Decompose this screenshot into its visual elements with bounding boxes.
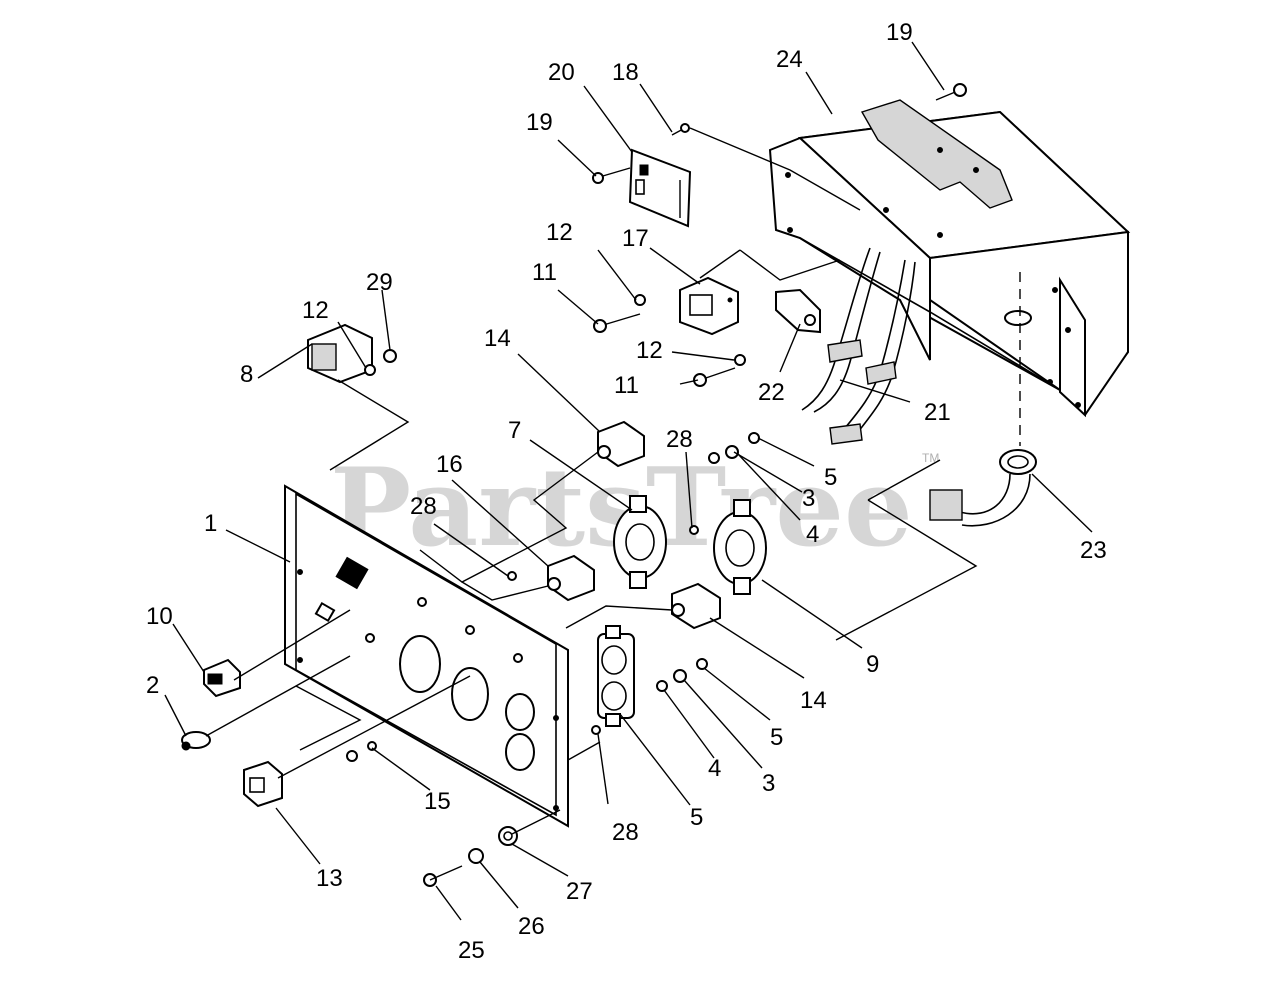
callout-29: 29 xyxy=(366,269,393,296)
callout-28-left: 28 xyxy=(410,493,437,520)
leader-lines xyxy=(164,41,1093,921)
board-fasteners xyxy=(592,83,967,184)
breaker-13 xyxy=(243,760,283,808)
callout-7: 7 xyxy=(508,417,521,444)
callout-25: 25 xyxy=(458,937,485,964)
indicator-lamp-2 xyxy=(181,731,211,751)
bracket-17 xyxy=(679,276,739,336)
callout-24: 24 xyxy=(776,46,803,73)
callout-12-lower: 12 xyxy=(636,337,663,364)
watermark-trademark: TM xyxy=(922,451,939,465)
callout-16: 16 xyxy=(436,451,463,478)
front-panel xyxy=(284,484,569,828)
callout-2: 2 xyxy=(146,672,159,699)
callout-10: 10 xyxy=(146,603,173,630)
callout-11-upper: 11 xyxy=(532,259,557,286)
callout-19-right: 19 xyxy=(886,19,913,46)
callout-21: 21 xyxy=(924,399,951,426)
breaker-14-lower xyxy=(671,582,721,630)
callout-19-left: 19 xyxy=(526,109,553,136)
receptacle-9 xyxy=(713,499,767,595)
callout-5-right: 5 xyxy=(770,724,783,751)
receptacle-7 xyxy=(613,495,667,589)
callout-18: 18 xyxy=(612,59,639,86)
callouts: 1 2 3 3 4 4 5 5 5 7 8 9 10 11 11 12 12 1… xyxy=(146,19,1107,964)
callout-11-lower: 11 xyxy=(614,372,639,399)
callout-26: 26 xyxy=(518,913,545,940)
callout-5-lower: 5 xyxy=(690,804,703,831)
control-box-housing xyxy=(768,99,1131,418)
callout-3-upper: 3 xyxy=(802,485,815,512)
callout-20: 20 xyxy=(548,59,575,86)
callout-22: 22 xyxy=(758,379,785,406)
callout-8: 8 xyxy=(240,361,253,388)
callout-5-upper: 5 xyxy=(824,464,837,491)
callout-4-lower: 4 xyxy=(708,755,721,782)
duplex-outlet xyxy=(597,625,635,727)
callout-17: 17 xyxy=(622,225,649,252)
switch-10 xyxy=(203,658,241,698)
callout-27: 27 xyxy=(566,878,593,905)
callout-13: 13 xyxy=(316,865,343,892)
callout-14-upper: 14 xyxy=(484,325,511,352)
callout-23: 23 xyxy=(1080,537,1107,564)
callout-15: 15 xyxy=(424,788,451,815)
wiring-lines xyxy=(205,127,978,835)
callout-28-lower: 28 xyxy=(612,819,639,846)
callout-12-upper: 12 xyxy=(546,219,573,246)
callout-3-lower: 3 xyxy=(762,770,775,797)
circuit-board xyxy=(628,148,692,228)
bracket-22 xyxy=(775,288,821,334)
wire-harness xyxy=(801,247,1021,446)
callout-4-upper: 4 xyxy=(806,521,819,548)
callout-9: 9 xyxy=(866,651,879,678)
callout-1: 1 xyxy=(204,510,217,537)
callout-28-upper: 28 xyxy=(666,426,693,453)
power-cord-plug xyxy=(929,449,1037,527)
callout-12-left: 12 xyxy=(302,297,329,324)
meter-8 xyxy=(307,323,410,471)
screws-11-12 xyxy=(593,294,746,387)
callout-14-lower: 14 xyxy=(800,687,827,714)
